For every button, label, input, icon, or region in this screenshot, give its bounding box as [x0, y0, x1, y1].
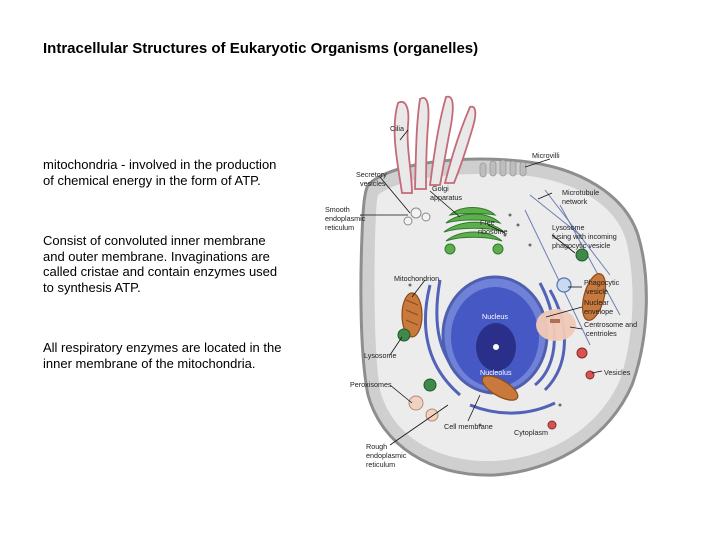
centrosome-and-centrioles	[536, 309, 576, 341]
label-smooth-er-1: Smooth	[325, 205, 350, 214]
label-vesicles: Vesicles	[604, 368, 631, 377]
label-phagocytic-2: vesicle	[586, 287, 608, 296]
paragraph-mitochondria-function: mitochondria - involved in the productio…	[43, 157, 277, 188]
label-centrosome-2: centrioles	[586, 329, 617, 338]
secretory-vesicles	[403, 207, 431, 226]
label-lysosome: Lysosome	[364, 351, 397, 360]
label-nucleus: Nucleus	[482, 312, 508, 321]
label-mitochondrion: Mitochondrion	[394, 274, 439, 283]
label-lysosome-fusing-2: fusing with incoming	[552, 232, 617, 241]
label-phagocytic-1: Phagocytic	[584, 278, 620, 287]
cilia	[393, 95, 477, 194]
microvilli	[479, 159, 527, 178]
label-centrosome-1: Centrosome and	[584, 320, 637, 329]
label-golgi-2: apparatus	[430, 193, 462, 202]
vesicles	[547, 347, 595, 430]
mitochondria	[401, 273, 607, 401]
label-pointers	[360, 129, 603, 446]
label-secretory-vesicles-1: Secretory	[356, 170, 387, 179]
label-peroxisomes: Peroxisomes	[350, 380, 392, 389]
label-free-ribosome-1: Free	[480, 218, 495, 227]
label-rough-er-1: Rough	[366, 442, 387, 451]
microtubule-network	[524, 189, 621, 346]
label-microvilli: Microvilli	[532, 151, 560, 160]
label-cytoplasm: Cytoplasm	[514, 428, 548, 437]
label-lysosome-fusing-1: Lysosome	[552, 223, 585, 232]
label-nuclear-envelope-1: Nuclear	[584, 298, 609, 307]
nucleolus-core	[493, 344, 499, 350]
paragraph-respiratory-enzymes: All respiratory enzymes are located in t…	[43, 340, 282, 371]
centriole	[550, 319, 560, 323]
eukaryotic-cell-diagram: Cilia Microvilli Secretory vesicles Golg…	[325, 95, 648, 477]
label-secretory-vesicles-2: vesicles	[360, 179, 386, 188]
label-rough-er-2: endoplasmic	[366, 451, 407, 460]
label-rough-er-3: reticulum	[366, 460, 395, 469]
label-smooth-er-2: endoplasmic	[325, 214, 366, 223]
label-golgi-1: Golgi	[432, 184, 449, 193]
label-cilia: Cilia	[390, 124, 404, 133]
label-lysosome-fusing-3: phagocytic vesicle	[552, 241, 610, 250]
paragraph-mitochondria-structure: Consist of convoluted inner membrane and…	[43, 233, 278, 295]
label-cell-membrane: Cell membrane	[444, 422, 493, 431]
label-microtubule-1: Microtubule	[562, 188, 599, 197]
label-microtubule-2: network	[562, 197, 588, 206]
label-smooth-er-3: reticulum	[325, 223, 354, 232]
label-nucleolus: Nucleolus	[480, 368, 512, 377]
label-free-ribosome-2: ribosome	[478, 227, 508, 236]
slide-title: Intracellular Structures of Eukaryotic O…	[43, 40, 479, 57]
label-nuclear-envelope-2: envelope	[584, 307, 613, 316]
phagocytic-vesicle	[556, 277, 572, 293]
